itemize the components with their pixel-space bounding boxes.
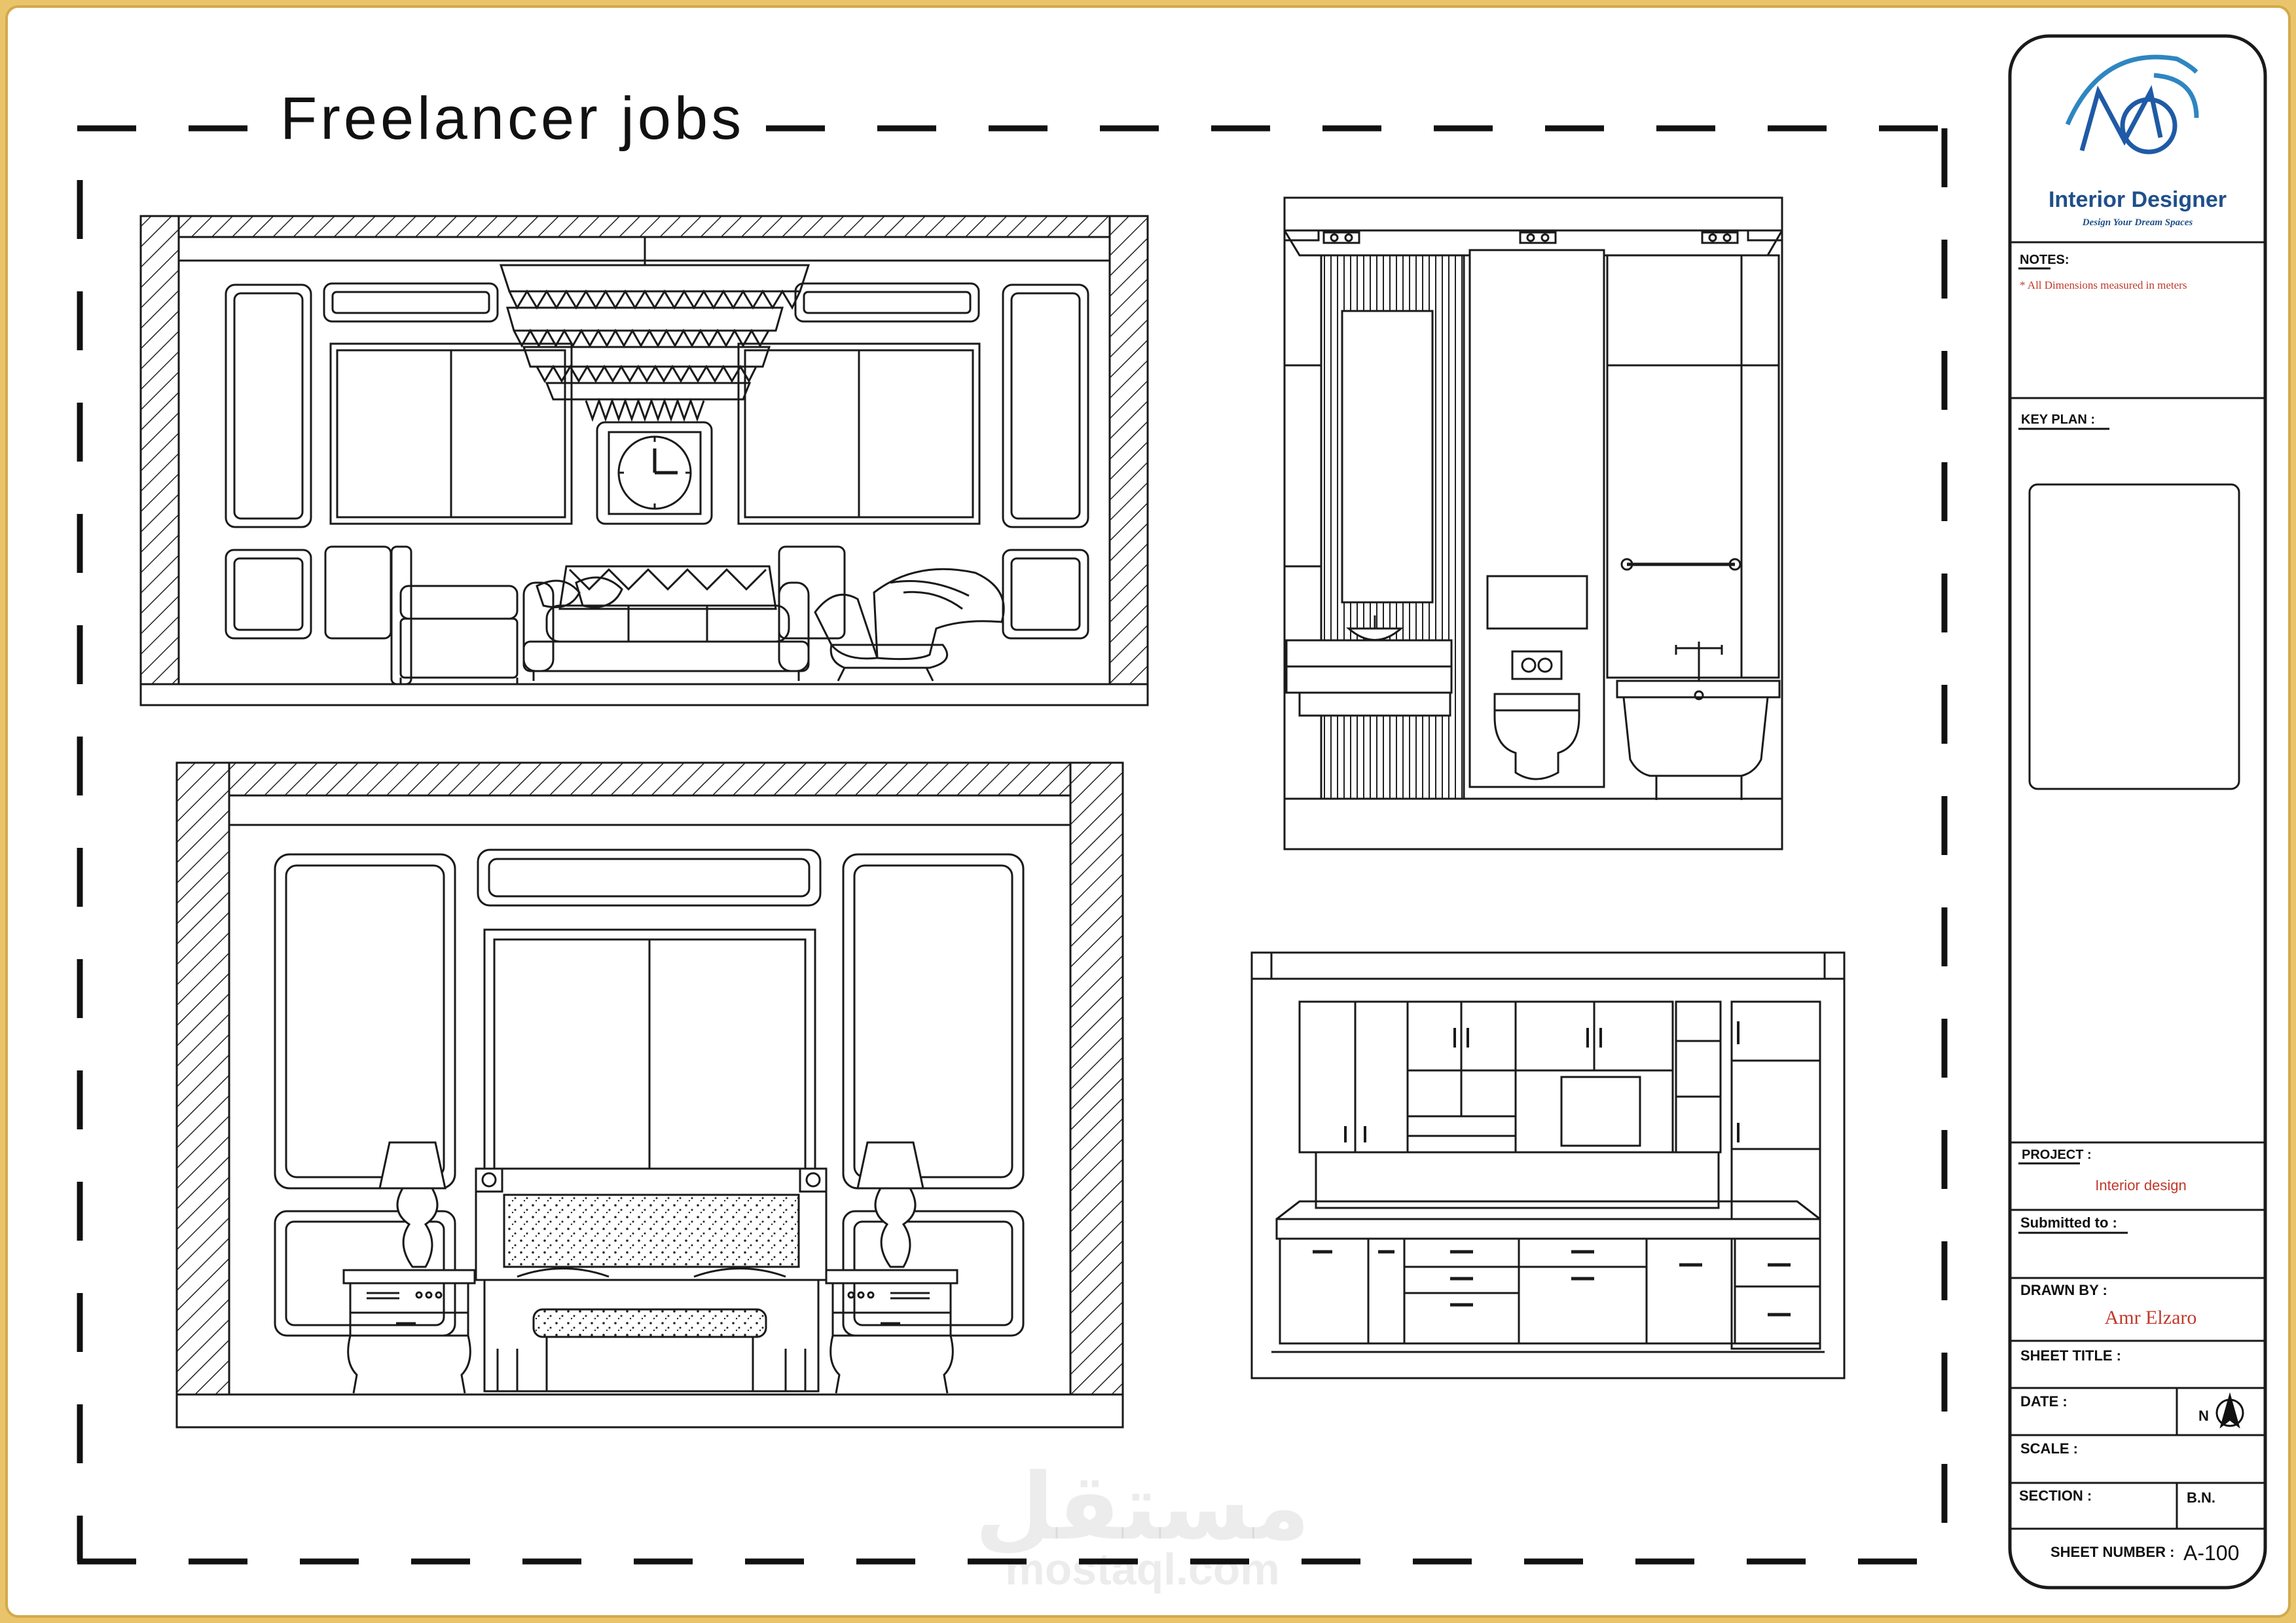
brand-name: Interior Designer: [2049, 187, 2227, 212]
wall-panel: [1002, 283, 1089, 528]
sheet-number-value: A-100: [2183, 1541, 2239, 1565]
ceiling-light: [1322, 231, 1360, 244]
north-arrow-icon: [2215, 1392, 2244, 1429]
bathroom-elevation: [1283, 196, 1783, 850]
north-label: N: [2198, 1408, 2209, 1424]
dashed-frame: [77, 125, 1948, 1565]
sofa: [522, 565, 810, 681]
key-plan-label: KEY PLAN :: [2021, 412, 2095, 427]
bn-label: B.N.: [2187, 1489, 2215, 1506]
bench: [532, 1308, 767, 1338]
bedside-lamp-right: [856, 1141, 924, 1268]
wall-panel: [1002, 549, 1089, 640]
bedside-lamp-left: [378, 1141, 446, 1268]
nightstand-right: [825, 1269, 958, 1394]
title-block: [2008, 34, 2267, 1590]
vanity: [1285, 639, 1453, 668]
lounge-chair: [814, 568, 1005, 682]
brand-tagline: Design Your Dream Spaces: [2082, 217, 2193, 228]
submitted-label: Submitted to :: [2020, 1214, 2117, 1231]
armchair: [390, 545, 519, 685]
wall-panel: [225, 549, 312, 640]
notes-text: * All Dimensions measured in meters: [2020, 279, 2187, 291]
project-label: PROJECT :: [2022, 1148, 2092, 1162]
brand-logo: [2065, 54, 2199, 155]
watermark-arabic: مستقل: [975, 1454, 1310, 1561]
wall-panel: [225, 283, 312, 528]
drawn-by-label: DRAWN BY :: [2020, 1282, 2107, 1298]
wall-panel: [842, 853, 1025, 1190]
living-room-elevation: [139, 215, 1149, 706]
drawn-by-value: Amr Elzaro: [2105, 1307, 2197, 1328]
key-plan-box: [2028, 483, 2240, 790]
sheet-number-label: SHEET NUMBER :: [2050, 1544, 2174, 1560]
scale-label: SCALE :: [2020, 1440, 2078, 1457]
sheet-title-label: SHEET TITLE :: [2020, 1347, 2121, 1364]
chandelier: [499, 237, 811, 422]
base-cabinets: [1279, 1237, 1821, 1345]
countertop: [1275, 1218, 1821, 1240]
wall-clock: [596, 421, 713, 525]
sheet-title: Freelancer jobs: [280, 85, 744, 152]
date-label: DATE :: [2020, 1393, 2068, 1410]
bathtub: [1616, 642, 1781, 800]
kitchen-elevation: [1250, 951, 1846, 1379]
ceiling-light: [1519, 231, 1557, 244]
tall-cabinet: [1730, 1000, 1821, 1350]
bedroom-elevation: [175, 761, 1124, 1429]
nightstand-left: [342, 1269, 476, 1394]
ceiling-light: [1701, 231, 1739, 244]
notes-label: NOTES:: [2020, 253, 2069, 267]
mirror: [1341, 310, 1434, 604]
section-label: SECTION :: [2019, 1487, 2092, 1504]
wall-panel: [274, 853, 456, 1190]
toilet: [1493, 693, 1580, 780]
window: [737, 342, 981, 525]
project-value: Interior design: [2095, 1177, 2186, 1194]
watermark-latin: mostaql.com: [1005, 1544, 1279, 1594]
window: [329, 342, 573, 525]
